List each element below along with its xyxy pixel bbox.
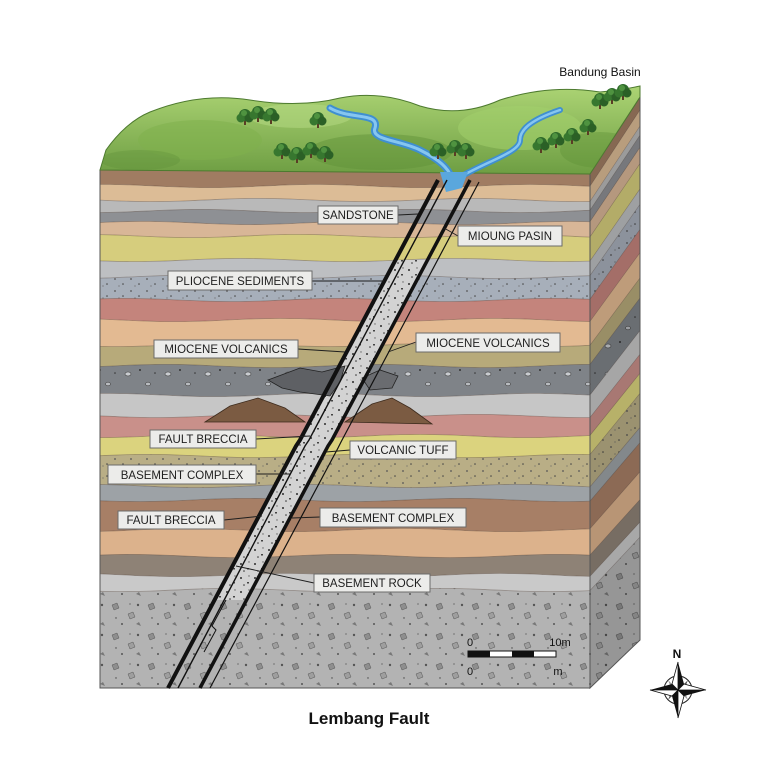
scale-top-end: 10m bbox=[549, 637, 570, 649]
label-basement-complex-right: BASEMENT COMPLEX bbox=[319, 507, 467, 528]
stratum-side-texture bbox=[590, 204, 640, 300]
fault-line-main-left bbox=[166, 179, 440, 689]
fault-line-main-right bbox=[198, 179, 472, 689]
stratum-side-texture bbox=[590, 537, 640, 688]
compass-rose-icon: N bbox=[649, 647, 707, 719]
location-label: Bandung Basin bbox=[559, 65, 640, 79]
leader-line bbox=[443, 227, 459, 237]
label-box bbox=[349, 440, 457, 460]
stratum-side-texture bbox=[590, 393, 640, 487]
stratum-side-texture bbox=[590, 298, 640, 396]
scale-bottom-start: 0 bbox=[467, 666, 473, 678]
stratum-boundary bbox=[99, 497, 591, 503]
leader-line bbox=[235, 565, 315, 584]
stratum-boundary bbox=[99, 197, 591, 203]
side-face-shade bbox=[589, 95, 641, 690]
label-miocene-volcanics-right: MIOCENE VOLCANICS bbox=[415, 332, 561, 353]
label-fault-breccia-upper: FAULT BRECCIA bbox=[149, 429, 257, 449]
stratum-band bbox=[100, 528, 590, 558]
label-mioung-pasin: MIOUNG PASIN bbox=[457, 225, 563, 247]
label-text: SANDSTONE bbox=[322, 210, 394, 222]
label-text: BASEMENT COMPLEX bbox=[332, 513, 455, 525]
label-miocene-volcanics-left: MIOCENE VOLCANICS bbox=[153, 339, 299, 359]
label-text: MIOCENE VOLCANICS bbox=[426, 338, 550, 350]
label-text: BASEMENT COMPLEX bbox=[121, 470, 244, 482]
scale-segment bbox=[534, 651, 556, 657]
leader-line bbox=[255, 435, 311, 440]
label-box bbox=[167, 270, 313, 291]
leader-line bbox=[325, 449, 351, 453]
stratum-band bbox=[100, 484, 590, 502]
river-mouth bbox=[440, 172, 468, 192]
front-face-strata bbox=[99, 170, 591, 688]
stratum-band bbox=[100, 184, 590, 202]
label-text: FAULT BRECCIA bbox=[158, 434, 247, 446]
scale-segment bbox=[512, 651, 534, 657]
label-fault-breccia-lower: FAULT BRECCIA bbox=[117, 510, 225, 530]
label-text: PLIOCENE SEDIMENTS bbox=[176, 276, 305, 288]
compass-north-label: N bbox=[673, 647, 682, 661]
fault-line-outer bbox=[209, 181, 480, 689]
leader-line bbox=[397, 213, 419, 216]
scale-bottom-unit: m bbox=[553, 666, 562, 678]
leader-line bbox=[297, 348, 346, 353]
scale-segment bbox=[490, 651, 512, 657]
debris-mound-left bbox=[203, 397, 307, 423]
stratum-band bbox=[100, 554, 590, 577]
stratum-boundary bbox=[99, 297, 591, 303]
label-text: VOLCANIC TUFF bbox=[357, 445, 448, 457]
label-pliocene-sediments: PLIOCENE SEDIMENTS bbox=[167, 270, 313, 291]
fracture-line bbox=[203, 599, 227, 653]
label-text: BASEMENT ROCK bbox=[322, 578, 422, 590]
leader-line bbox=[387, 341, 417, 353]
label-sandstone: SANDSTONE bbox=[317, 205, 399, 225]
leader-lines bbox=[223, 213, 459, 584]
label-box bbox=[107, 464, 257, 485]
stratum-boundary bbox=[99, 317, 591, 323]
stratum-band bbox=[100, 298, 590, 322]
label-box bbox=[319, 507, 467, 528]
fault-zone bbox=[166, 179, 480, 689]
stratum-boundary bbox=[99, 483, 591, 489]
label-box bbox=[415, 332, 561, 353]
stratum-texture bbox=[100, 588, 590, 688]
scale-outline bbox=[467, 650, 557, 658]
scale-top-start: 0 bbox=[467, 637, 473, 649]
label-text: MIOUNG PASIN bbox=[468, 231, 552, 243]
label-box bbox=[313, 573, 431, 593]
stratum-boundary bbox=[100, 183, 591, 189]
label-box bbox=[149, 429, 257, 449]
label-basement-complex-left: BASEMENT COMPLEX bbox=[107, 464, 257, 485]
scale-segment bbox=[468, 651, 490, 657]
stratum-boundary bbox=[99, 257, 591, 263]
label-volcanic-tuff: VOLCANIC TUFF bbox=[349, 440, 457, 460]
label-box bbox=[457, 225, 563, 247]
label-box bbox=[153, 339, 299, 359]
label-box bbox=[117, 510, 225, 530]
leader-line bbox=[223, 515, 263, 521]
stratum-boundary bbox=[99, 453, 591, 459]
label-box bbox=[317, 205, 399, 225]
debris-mound-right bbox=[343, 397, 434, 425]
side-face-strata bbox=[589, 95, 641, 689]
leader-line bbox=[291, 516, 321, 519]
stratum-boundary bbox=[99, 554, 591, 558]
scale-bar: 0 10m 0 m bbox=[467, 637, 571, 678]
label-basement-rock: BASEMENT ROCK bbox=[313, 573, 431, 593]
diagram-title: Lembang Fault bbox=[309, 709, 430, 728]
label-text: FAULT BRECCIA bbox=[126, 515, 215, 527]
river bbox=[326, 104, 563, 192]
label-text: MIOCENE VOLCANICS bbox=[164, 344, 288, 356]
